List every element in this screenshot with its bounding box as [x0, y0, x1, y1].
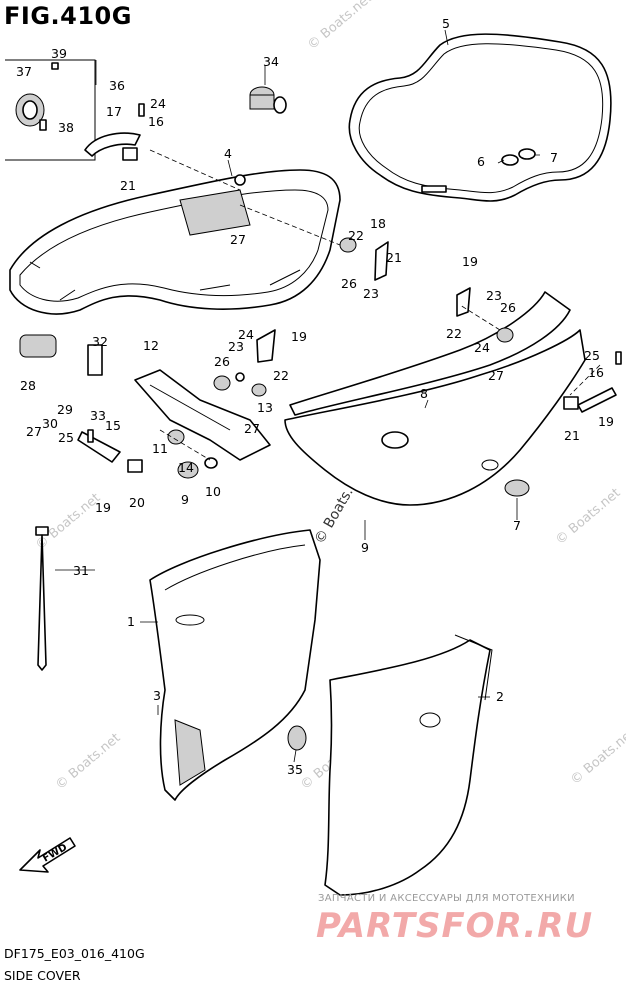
watermark: © Boats.net	[553, 486, 623, 548]
callout: 32	[92, 334, 108, 349]
callout: 19	[95, 500, 111, 515]
callout: 23	[486, 288, 502, 303]
leader-lines	[55, 29, 601, 763]
part-1-lower-left-cover	[149, 529, 321, 801]
callout: 19	[291, 329, 307, 344]
callout: 15	[105, 418, 121, 433]
callout: 22	[348, 228, 364, 243]
fwd-label: FWD	[41, 842, 69, 865]
callout: 20	[129, 495, 145, 510]
callout: 16	[148, 114, 164, 129]
callout: 2	[496, 689, 504, 704]
callout: 21	[120, 178, 136, 193]
callout: 13	[257, 400, 273, 415]
callout: 33	[90, 408, 106, 423]
callout: 9	[361, 540, 369, 555]
part-6-seal	[348, 33, 612, 202]
part-4-upper-cover	[9, 169, 341, 315]
callout-numbers: 5 4 8 6 7 7 9 1 2 3 35 31 36 34 37 38 39…	[16, 16, 614, 777]
callout: 36	[109, 78, 125, 93]
callout: 6	[477, 154, 485, 169]
part-35-bushing	[249, 86, 287, 114]
callout: 35	[287, 762, 303, 777]
callout: 28	[20, 378, 36, 393]
callout: 19	[598, 414, 614, 429]
callout: 3	[153, 688, 161, 703]
callout: 29	[57, 402, 73, 417]
part-7-grommets	[501, 148, 536, 166]
callout: 16	[588, 365, 604, 380]
callout: 37	[16, 64, 32, 79]
callout: 18	[370, 216, 386, 231]
callout: 21	[386, 250, 402, 265]
callout: 17	[106, 104, 122, 119]
watermark: © Boats.net	[305, 0, 375, 53]
callout: 25	[58, 430, 74, 445]
part-12-bracket	[134, 369, 271, 461]
callout: 31	[73, 563, 89, 578]
watermark: © Boats.net	[33, 491, 103, 553]
callout: 9	[181, 492, 189, 507]
callout: 7	[550, 150, 558, 165]
callout: 30	[42, 416, 58, 431]
callout: 19	[462, 254, 478, 269]
part-2-lower-right-cover	[324, 634, 493, 896]
brand-logo: PARTSFOR.RU	[316, 906, 594, 946]
model-code: DF175_E03_016_410G	[4, 946, 145, 961]
part-37-kit	[5, 59, 96, 161]
callout: 27	[26, 424, 42, 439]
part-32-pin	[35, 526, 49, 671]
callout: 24	[150, 96, 166, 111]
callout: 26	[214, 354, 230, 369]
fwd-arrow: FWD	[19, 837, 76, 873]
callout: 34	[263, 54, 279, 69]
callout: 4	[224, 146, 232, 161]
small-parts	[19, 103, 622, 479]
callout: 27	[230, 232, 246, 247]
callout: 8	[420, 386, 428, 401]
figure-title: FIG.410G	[4, 2, 132, 30]
callout: 7	[513, 518, 521, 533]
callout: 5	[442, 16, 450, 31]
callout: 12	[143, 338, 159, 353]
part-5-rear-cover	[284, 291, 586, 506]
callout: 21	[564, 428, 580, 443]
callout: 25	[584, 348, 600, 363]
brand-tagline: ЗАПЧАСТИ И АКСЕССУАРЫ ДЛЯ МОТОТЕХНИКИ	[318, 893, 575, 904]
callout: 14	[178, 460, 194, 475]
callout: 10	[205, 484, 221, 499]
watermark: © Boats.net	[568, 726, 626, 788]
callout: 26	[500, 300, 516, 315]
callout: 27	[244, 421, 260, 436]
callout: 11	[152, 441, 168, 456]
section-name: SIDE COVER	[4, 968, 81, 983]
callout: 39	[51, 46, 67, 61]
callout: 22	[273, 368, 289, 383]
part-36-grommet	[287, 725, 307, 751]
callout: 22	[446, 326, 462, 341]
part-8-plug	[504, 479, 530, 497]
callout: 1	[127, 614, 135, 629]
callout: 27	[488, 368, 504, 383]
callout: 23	[228, 339, 244, 354]
callout: 23	[363, 286, 379, 301]
callout: 26	[341, 276, 357, 291]
callout: 24	[474, 340, 490, 355]
callout: 38	[58, 120, 74, 135]
callout: 24	[238, 327, 254, 342]
watermark: © Boats.net	[53, 731, 123, 793]
